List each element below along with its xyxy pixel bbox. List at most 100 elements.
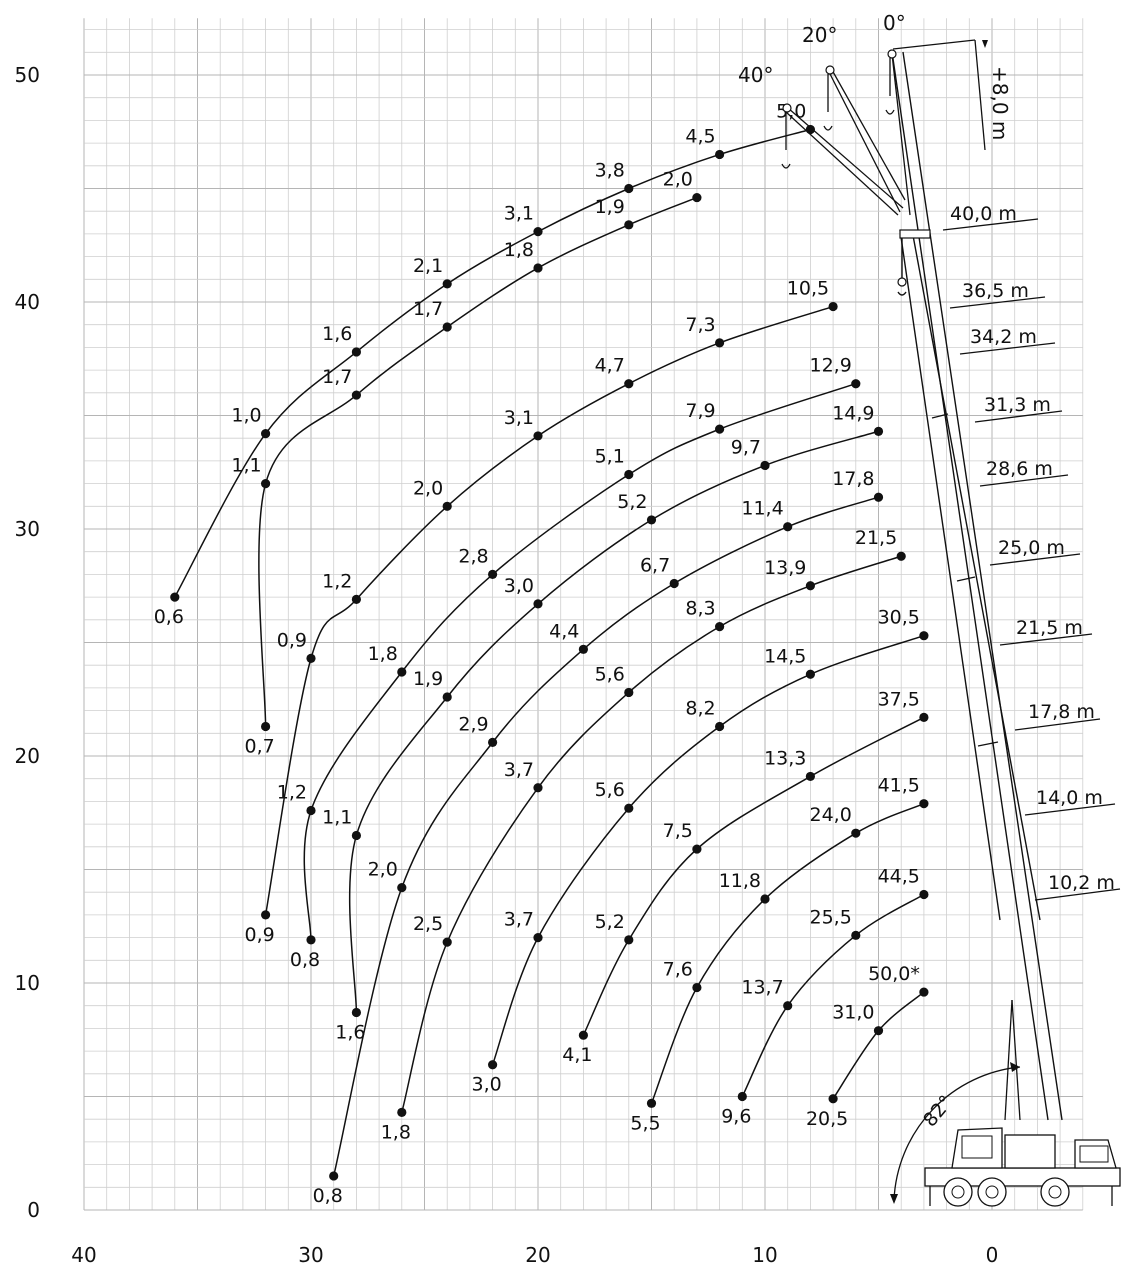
- data-point: [306, 805, 316, 816]
- data-point: [442, 279, 452, 289]
- data-point: [488, 737, 498, 747]
- data-point: [261, 479, 271, 489]
- data-point: [715, 721, 725, 732]
- data-label: 13,7: [741, 977, 783, 999]
- data-label: 0,9: [244, 924, 274, 946]
- data-point: [488, 1060, 498, 1070]
- data-point: [624, 220, 634, 230]
- data-point: [306, 653, 316, 663]
- data-label: 5,5: [630, 1112, 660, 1134]
- data-label: 21,5: [855, 527, 897, 549]
- data-label: 0,9: [277, 629, 307, 651]
- data-point: [261, 721, 271, 732]
- jib-angle-label: 20°: [802, 23, 837, 47]
- data-label: 44,5: [878, 865, 920, 887]
- curve-line: [491, 634, 925, 1065]
- data-point: [919, 631, 929, 641]
- data-point: [873, 1026, 884, 1036]
- data-label: 2,0: [368, 859, 398, 881]
- data-point: [692, 982, 702, 993]
- data-point: [533, 599, 543, 609]
- data-point: [715, 149, 725, 160]
- curve-line: [741, 893, 925, 1097]
- crane-boom: [891, 51, 1063, 1121]
- x-tick-label: 20: [525, 1243, 550, 1267]
- data-point: [873, 426, 884, 436]
- load-curve: 4,15,27,513,337,5: [562, 688, 929, 1066]
- data-label: 7,9: [685, 400, 715, 422]
- data-label: 25,5: [809, 906, 851, 928]
- data-point: [715, 622, 725, 632]
- data-label: 11,8: [719, 870, 761, 892]
- data-point: [442, 692, 452, 702]
- data-label: 1,2: [277, 781, 307, 803]
- data-point: [715, 338, 725, 348]
- data-point: [760, 460, 770, 471]
- x-tick-label: 10: [752, 1243, 777, 1267]
- data-point: [669, 578, 679, 589]
- data-label: 24,0: [809, 804, 851, 826]
- data-label: 8,3: [685, 598, 715, 620]
- y-tick-label: 0: [27, 1198, 40, 1222]
- load-curve: 3,03,75,68,214,530,5: [471, 607, 929, 1096]
- data-point: [261, 429, 271, 439]
- data-point: [397, 667, 407, 677]
- data-point: [578, 644, 589, 654]
- data-label: 31,0: [832, 1002, 874, 1024]
- data-label: 0,8: [313, 1185, 343, 1207]
- data-label: 14,5: [764, 645, 806, 667]
- data-point: [851, 930, 861, 940]
- data-label: 4,5: [685, 125, 715, 147]
- data-label: 1,6: [335, 1022, 365, 1044]
- data-point: [692, 192, 702, 203]
- jib-lines: [781, 39, 988, 216]
- data-label: 3,7: [504, 909, 534, 931]
- data-label: 1,7: [413, 298, 443, 320]
- data-label: 2,0: [413, 477, 443, 499]
- x-tick-label: 0: [986, 1243, 999, 1267]
- data-point: [828, 1094, 838, 1104]
- x-tick-label: 40: [71, 1243, 96, 1267]
- data-label: 10,5: [787, 278, 829, 300]
- data-point: [533, 263, 543, 273]
- boom-length-label: 28,6 m: [986, 458, 1053, 480]
- boom-length-label: 31,3 m: [984, 394, 1051, 416]
- data-label: 1,9: [413, 668, 443, 690]
- boom-length-label: 10,2 m: [1048, 872, 1115, 894]
- data-point: [624, 379, 634, 389]
- data-point: [351, 1007, 361, 1018]
- boom-length-label: 17,8 m: [1028, 701, 1095, 723]
- data-point: [851, 828, 861, 838]
- data-label: 1,1: [231, 455, 261, 477]
- data-label: 2,8: [458, 545, 488, 567]
- data-point: [351, 594, 361, 604]
- data-point: [442, 937, 452, 947]
- data-label: 1,8: [381, 1121, 411, 1143]
- boom-length-label: 34,2 m: [970, 326, 1037, 348]
- data-point: [805, 669, 816, 679]
- jib-angle-label: 40°: [738, 63, 773, 87]
- data-label: 9,6: [721, 1106, 751, 1128]
- data-point: [851, 379, 861, 389]
- data-label: 0,7: [244, 735, 274, 757]
- data-label: 5,2: [617, 491, 647, 513]
- radius-curves: 0,61,01,62,13,13,84,55,00,71,11,71,71,81…: [154, 100, 929, 1207]
- data-label: 1,9: [595, 196, 625, 218]
- data-label: 37,5: [878, 688, 920, 710]
- data-point: [760, 894, 770, 904]
- data-point: [783, 522, 793, 532]
- data-label: 5,2: [595, 911, 625, 933]
- data-label: 2,0: [663, 169, 693, 191]
- curve-line: [650, 802, 925, 1104]
- data-label: 1,6: [322, 323, 352, 345]
- load-curve: 1,82,53,75,68,313,921,5: [381, 527, 906, 1143]
- data-label: 4,7: [595, 355, 625, 377]
- data-label: 5,6: [595, 779, 625, 801]
- data-label: 1,7: [322, 366, 352, 388]
- jib-extension-label: +8,0 m: [988, 66, 1012, 140]
- data-label: 3,1: [504, 203, 534, 225]
- data-point: [488, 569, 498, 580]
- data-point: [329, 1171, 339, 1181]
